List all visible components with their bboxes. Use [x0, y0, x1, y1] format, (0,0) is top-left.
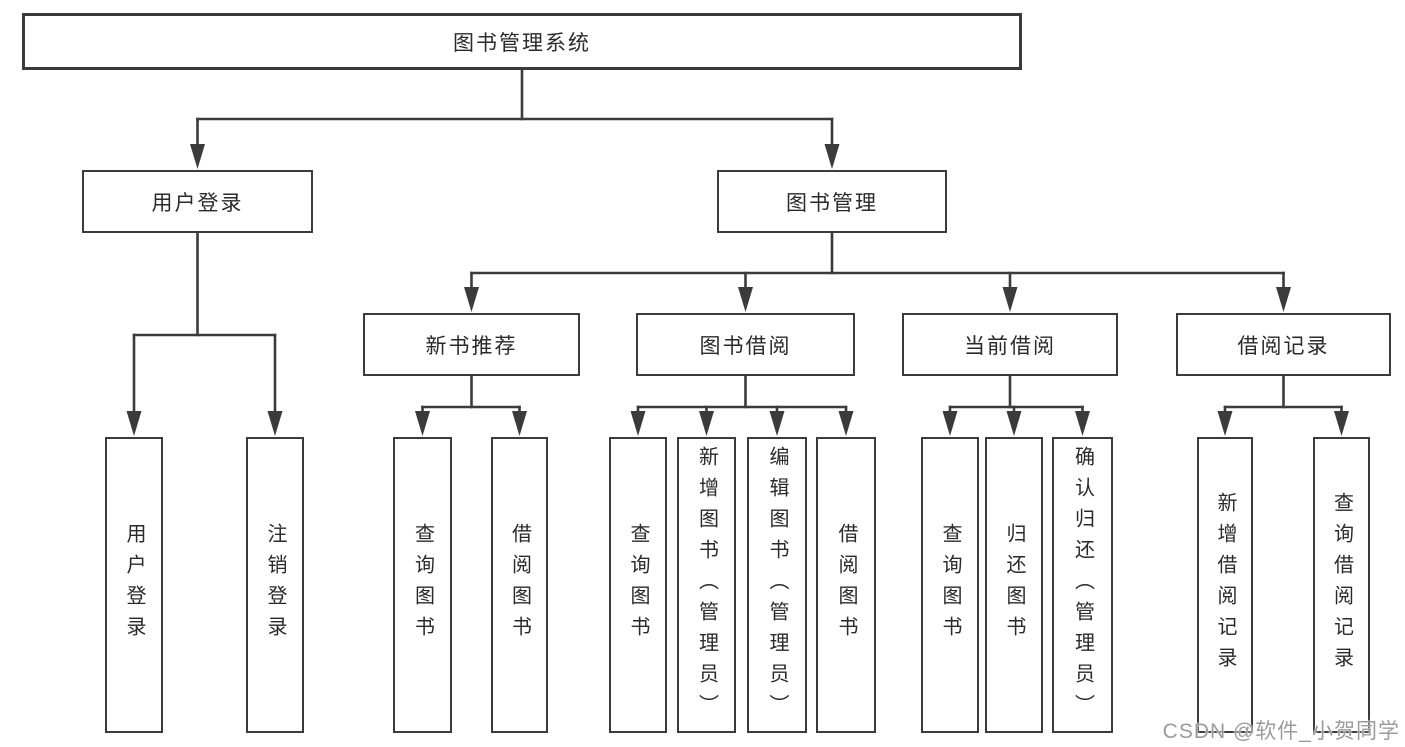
node-bb-edit: 编辑图书（管理员） [747, 437, 807, 733]
node-current-borrow: 当前借阅 [902, 313, 1118, 376]
arrowhead-icon [630, 411, 646, 436]
arrowhead-icon [1334, 411, 1349, 436]
node-user-login: 用户登录 [82, 170, 313, 233]
arrowhead-icon [464, 287, 479, 312]
arrowhead-icon [1002, 287, 1018, 312]
node-bb-borrow: 借阅图书 [816, 437, 876, 733]
node-bb-add: 新增图书（管理员） [677, 437, 736, 733]
arrowhead-icon [1006, 411, 1022, 436]
node-borrow-record: 借阅记录 [1176, 313, 1391, 376]
arrowhead-icon [512, 411, 527, 436]
node-login-leaf: 用户登录 [105, 437, 163, 733]
arrowhead-icon [699, 411, 714, 436]
node-bb-query: 查询图书 [609, 437, 667, 733]
arrowhead-icon [267, 411, 283, 436]
arrowhead-icon [738, 287, 753, 312]
node-nr-borrow: 借阅图书 [491, 437, 548, 733]
watermark-text: CSDN @软件_小贺同学 [1162, 720, 1400, 743]
arrowhead-icon [1075, 411, 1090, 436]
node-nr-query: 查询图书 [393, 437, 452, 733]
node-cb-query: 查询图书 [921, 437, 979, 733]
node-cb-return: 归还图书 [985, 437, 1043, 733]
arrowhead-icon [942, 411, 958, 436]
node-br-add: 新增借阅记录 [1197, 437, 1253, 733]
arrowhead-icon [838, 411, 854, 436]
arrowhead-icon [1276, 287, 1291, 312]
arrowhead-icon [769, 411, 785, 436]
arrowhead-icon [126, 411, 142, 436]
arrowhead-icon [1217, 411, 1233, 436]
arrowhead-icon [190, 144, 205, 169]
node-cb-confirm: 确认归还（管理员） [1052, 437, 1113, 733]
node-logout-leaf: 注销登录 [246, 437, 304, 733]
node-book-mgmt: 图书管理 [717, 170, 947, 233]
node-book-borrow: 图书借阅 [636, 313, 855, 376]
node-root: 图书管理系统 [22, 13, 1022, 70]
arrowhead-icon [415, 411, 430, 436]
node-new-book-rec: 新书推荐 [363, 313, 580, 376]
arrowhead-icon [824, 144, 840, 169]
node-br-query: 查询借阅记录 [1313, 437, 1370, 733]
